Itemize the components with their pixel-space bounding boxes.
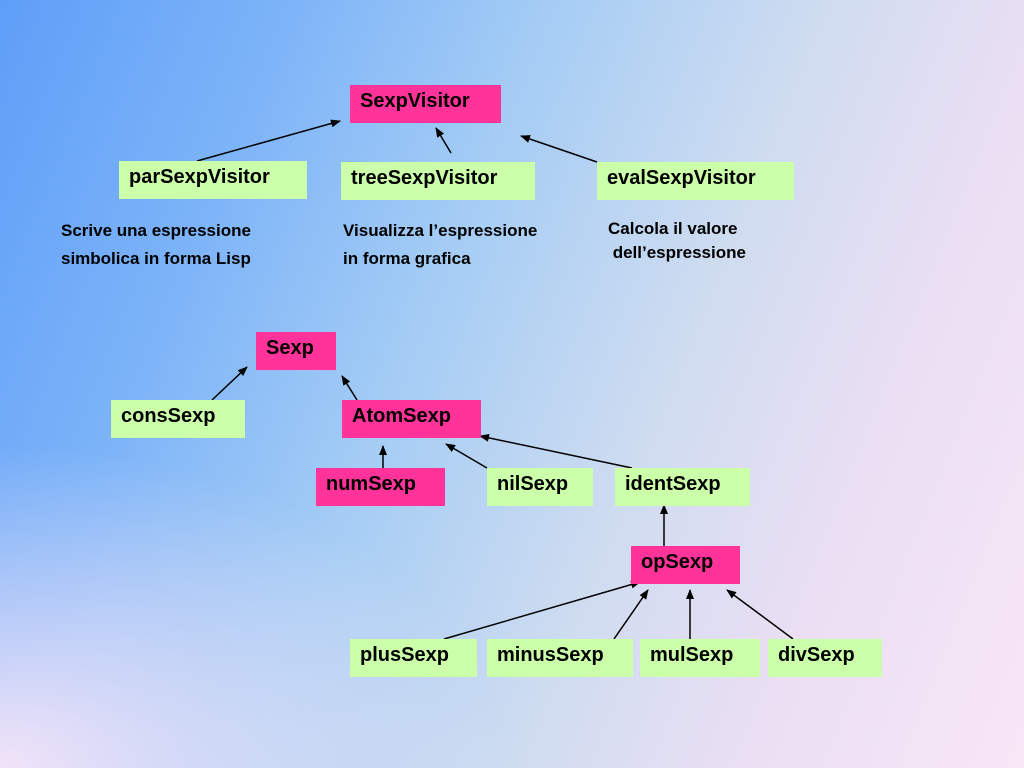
node-conssexp: consSexp [111,400,245,438]
treesexpvisitor-description-line1: Visualizza l’espressione [343,221,538,240]
parsexpvisitor-description: Scrive una espressione simbolica in form… [61,217,251,273]
node-sexpvisitor: SexpVisitor [350,85,501,123]
arrow-plussexp-to-opsexp [443,580,641,640]
node-plussexp: plusSexp [350,639,477,677]
node-treesexpvisitor: treeSexpVisitor [341,162,535,200]
arrow-parsexpvisitor-to-sexpvisitor [196,119,341,162]
node-atomsexp: AtomSexp [342,400,481,438]
node-minussexp: minusSexp [487,639,633,677]
node-opsexp: opSexp [631,546,740,584]
arrow-treesexpvisitor-to-sexpvisitor [435,127,452,154]
evalsexpvisitor-description-line2: dell’espressione [608,243,746,262]
parsexpvisitor-description-line1: Scrive una espressione [61,221,251,240]
node-nilsexp: nilSexp [487,468,593,506]
node-parsexpvisitor: parSexpVisitor [119,161,307,199]
node-mulsexp: mulSexp [640,639,760,677]
evalsexpvisitor-description-line1: Calcola il valore [608,219,738,238]
node-numsexp: numSexp [316,468,445,506]
arrow-divsexp-to-opsexp [726,589,794,640]
arrow-evalsexpvisitor-to-sexpvisitor [520,135,598,163]
parsexpvisitor-description-line2: simbolica in forma Lisp [61,249,251,268]
arrow-identsexp-to-atomsexp [479,433,633,469]
node-identsexp: identSexp [615,468,750,506]
treesexpvisitor-description: Visualizza l’espressione in forma grafic… [343,217,537,273]
arrow-atomsexp-to-sexp [341,375,358,401]
evalsexpvisitor-description: Calcola il valore dell’espressione [608,217,746,265]
node-divsexp: divSexp [768,639,882,677]
arrow-minussexp-to-opsexp [613,589,649,640]
arrow-conssexp-to-sexp [211,366,248,401]
node-evalsexpvisitor: evalSexpVisitor [597,162,794,200]
treesexpvisitor-description-line2: in forma grafica [343,249,471,268]
node-sexp: Sexp [256,332,336,370]
arrow-nilsexp-to-atomsexp [445,443,488,469]
